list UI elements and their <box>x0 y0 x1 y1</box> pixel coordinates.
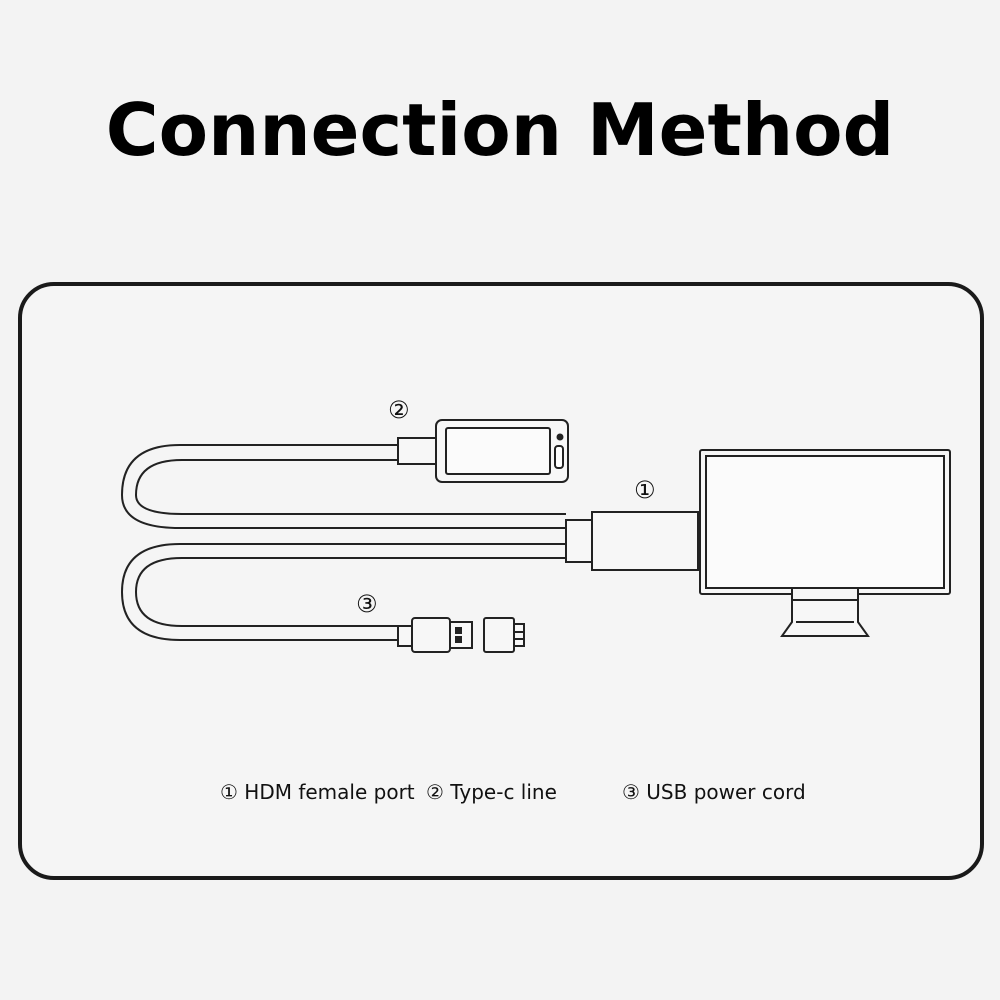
legend-item-usb: ③ USB power cord <box>622 780 806 804</box>
usb-cable <box>120 543 566 641</box>
usb-adapter <box>483 617 525 653</box>
usb-plug <box>397 617 473 653</box>
page-title: Connection Method <box>105 88 895 172</box>
hdmi-connector <box>565 511 699 571</box>
legend-item-typec: ② Type-c line <box>426 780 557 804</box>
monitor-device <box>699 449 951 637</box>
callout-typec: ② <box>388 396 410 424</box>
phone-device <box>397 419 569 483</box>
callout-hdmi: ① <box>634 476 656 504</box>
callout-usb: ③ <box>356 590 378 618</box>
legend-item-hdmi: ① HDM female port <box>220 780 415 804</box>
typec-cable <box>120 444 566 529</box>
